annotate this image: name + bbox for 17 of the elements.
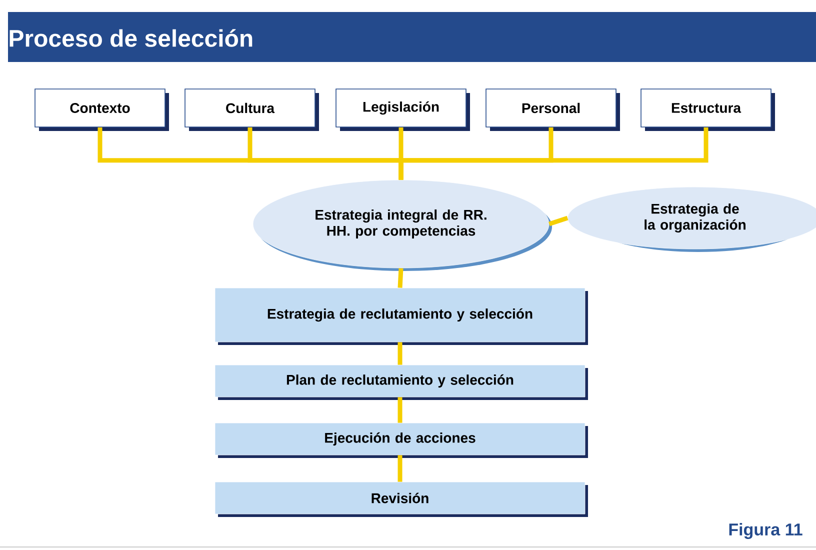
connector-line (398, 268, 404, 288)
factor-box: Estructura (640, 88, 775, 131)
connector-line (398, 127, 708, 180)
factor-box: Contexto (34, 88, 169, 131)
connector-line (398, 397, 402, 423)
connector-line (398, 455, 402, 482)
process-box: Ejecución de acciones (214, 422, 588, 458)
factor-box: Personal (486, 88, 620, 131)
figure-number: Figura 11 (729, 523, 802, 539)
connector-line (548, 216, 568, 226)
connector-line (398, 342, 402, 365)
process-box: Estrategia de reclutamiento y selección (214, 288, 588, 345)
factor-box: Cultura (184, 88, 319, 131)
title-bar: Proceso de selección (8, 12, 816, 62)
process-box: Revisión (214, 482, 588, 517)
factor-box: Legislación (336, 88, 470, 131)
process-box: Plan de reclutamiento y selección (214, 364, 588, 400)
